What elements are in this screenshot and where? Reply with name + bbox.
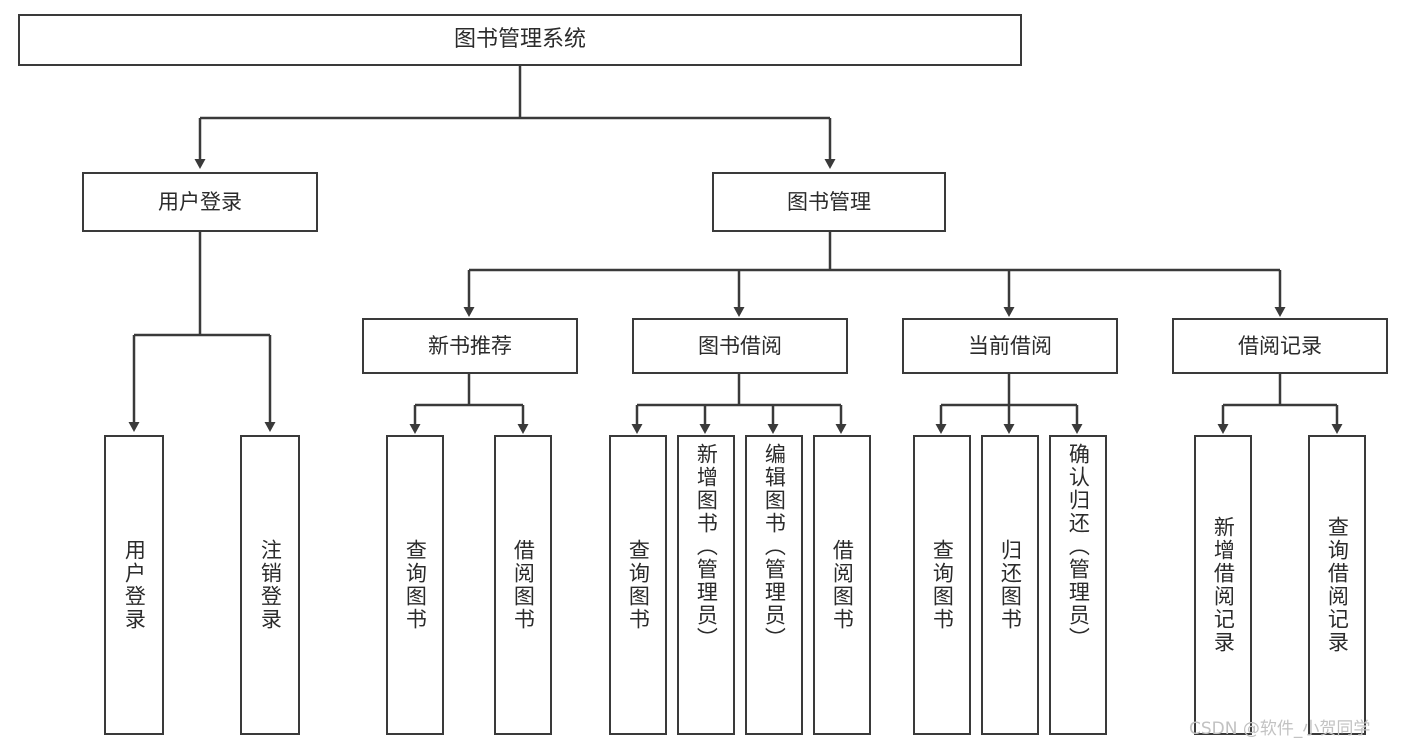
node-borrow-record-label: 借阅记录 <box>1238 333 1322 358</box>
leaf-user-login-logout[interactable]: 注销登录 <box>240 435 300 735</box>
node-current-borrow-label: 当前借阅 <box>968 333 1052 358</box>
leaf-borrow-borrow-book-label: 借阅图书 <box>830 539 855 631</box>
node-book-manage-label: 图书管理 <box>787 189 871 214</box>
leaf-borrow-query-book[interactable]: 查询图书 <box>609 435 667 735</box>
leaf-new-book-query-label: 查询图书 <box>403 539 428 631</box>
leaf-record-add[interactable]: 新增借阅记录 <box>1194 435 1252 735</box>
leaf-current-return-book[interactable]: 归还图书 <box>981 435 1039 735</box>
leaf-new-book-query[interactable]: 查询图书 <box>386 435 444 735</box>
leaf-current-confirm-return-label: 确认归还（管理员） <box>1066 443 1091 650</box>
leaf-user-login-logout-label: 注销登录 <box>258 539 283 631</box>
leaf-current-return-book-label: 归还图书 <box>998 539 1023 631</box>
node-borrow-record[interactable]: 借阅记录 <box>1172 318 1388 374</box>
leaf-borrow-add-book[interactable]: 新增图书（管理员） <box>677 435 735 735</box>
leaf-record-query[interactable]: 查询借阅记录 <box>1308 435 1366 735</box>
leaf-current-query-book[interactable]: 查询图书 <box>913 435 971 735</box>
leaf-new-book-borrow-label: 借阅图书 <box>511 539 536 631</box>
node-root-label: 图书管理系统 <box>453 27 586 53</box>
node-book-borrow[interactable]: 图书借阅 <box>632 318 848 374</box>
leaf-record-query-label: 查询借阅记录 <box>1325 516 1350 654</box>
leaf-current-confirm-return[interactable]: 确认归还（管理员） <box>1049 435 1107 735</box>
node-new-book-recommend[interactable]: 新书推荐 <box>362 318 578 374</box>
leaf-user-login-login[interactable]: 用户登录 <box>104 435 164 735</box>
leaf-borrow-query-book-label: 查询图书 <box>626 539 651 631</box>
node-user-login[interactable]: 用户登录 <box>82 172 318 232</box>
node-current-borrow[interactable]: 当前借阅 <box>902 318 1118 374</box>
leaf-current-query-book-label: 查询图书 <box>930 539 955 631</box>
leaf-borrow-edit-book-label: 编辑图书（管理员） <box>762 443 787 650</box>
leaf-new-book-borrow[interactable]: 借阅图书 <box>494 435 552 735</box>
leaf-borrow-borrow-book[interactable]: 借阅图书 <box>813 435 871 735</box>
node-root[interactable]: 图书管理系统 <box>18 14 1022 66</box>
csdn-watermark: CSDN @软件_小贺同学 <box>1189 719 1371 739</box>
leaf-borrow-edit-book[interactable]: 编辑图书（管理员） <box>745 435 803 735</box>
leaf-borrow-add-book-label: 新增图书（管理员） <box>694 443 719 650</box>
node-user-login-label: 用户登录 <box>158 189 242 214</box>
leaf-record-add-label: 新增借阅记录 <box>1211 516 1236 654</box>
node-book-borrow-label: 图书借阅 <box>698 333 782 358</box>
node-book-manage[interactable]: 图书管理 <box>712 172 946 232</box>
node-new-book-recommend-label: 新书推荐 <box>428 333 512 358</box>
leaf-user-login-login-label: 用户登录 <box>122 539 147 631</box>
